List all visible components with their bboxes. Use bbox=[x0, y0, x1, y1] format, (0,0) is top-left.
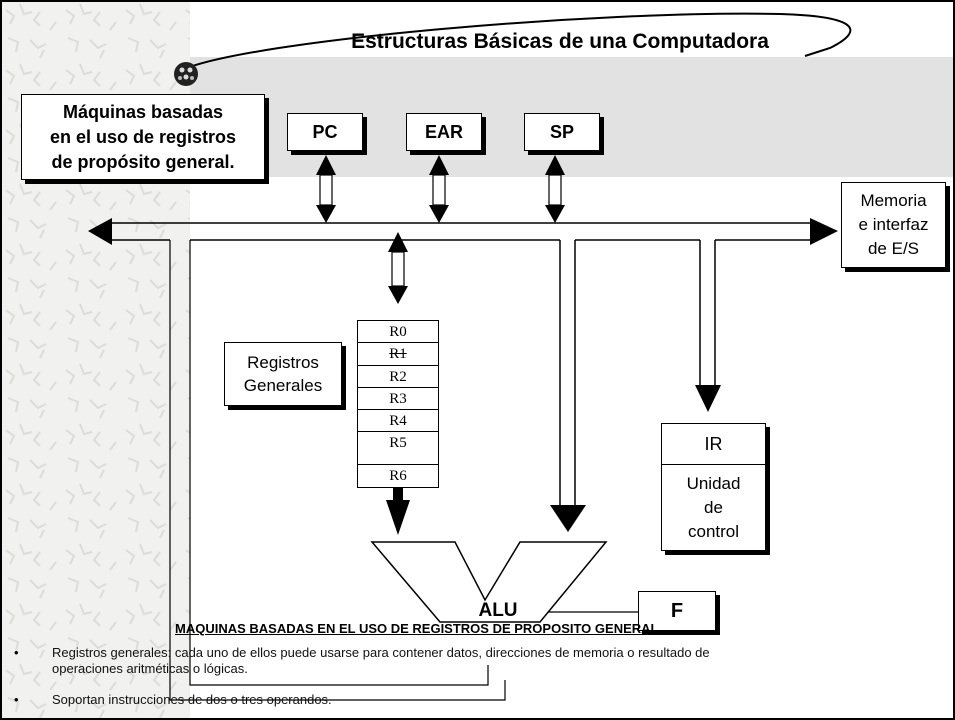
memory-line-3: de E/S bbox=[867, 239, 920, 258]
memory-line-1: Memoria bbox=[860, 191, 927, 210]
register-r5: R5 bbox=[357, 431, 439, 465]
bullet-1-marker: • bbox=[14, 645, 19, 660]
registers-link bbox=[388, 232, 408, 304]
callout-line-3: de propósito general. bbox=[51, 151, 235, 172]
register-r3: R3 bbox=[357, 387, 439, 410]
register-r4: R4 bbox=[357, 409, 439, 432]
bullet-1-line-2: operaciones aritméticas o lógicas. bbox=[52, 661, 248, 676]
sp-label: SP bbox=[549, 121, 574, 142]
register-r0: R0 bbox=[357, 320, 439, 343]
alu-right-arrow bbox=[550, 505, 586, 532]
system-bus bbox=[110, 222, 810, 241]
alu-shape bbox=[370, 541, 608, 623]
bus-right-arrow bbox=[810, 218, 838, 245]
bus-left-arrow bbox=[88, 218, 112, 245]
callout-line-1: Máquinas basadas bbox=[62, 101, 224, 122]
alu-left-arrow bbox=[386, 500, 410, 535]
control-unit-box: IR Unidad de control bbox=[661, 423, 766, 551]
notes-heading: MAQUINAS BASADAS EN EL USO DE REGISTROS … bbox=[175, 621, 663, 636]
memory-io-box: Memoria e interfaz de E/S bbox=[841, 182, 946, 268]
ir-arrow bbox=[695, 385, 721, 412]
pc-link bbox=[316, 155, 336, 223]
sp-register-box: SP bbox=[524, 113, 600, 151]
ir-input bbox=[699, 240, 716, 385]
alu-right-input bbox=[559, 240, 576, 505]
bullet-2-marker: • bbox=[14, 692, 19, 707]
ear-label: EAR bbox=[424, 121, 463, 142]
callout-line-2: en el uso de registros bbox=[49, 126, 237, 147]
register-r2: R2 bbox=[357, 365, 439, 388]
title-swoosh bbox=[181, 12, 852, 71]
flags-box: F bbox=[638, 591, 716, 631]
control-line-2: de bbox=[704, 497, 723, 517]
control-line-3: control bbox=[687, 521, 740, 541]
register-bus-links bbox=[316, 155, 565, 304]
register-r1-label: R1 bbox=[389, 346, 407, 362]
register-r1: R1 bbox=[357, 342, 439, 366]
register-r6: R6 bbox=[357, 464, 439, 488]
flags-label: F bbox=[670, 599, 684, 622]
control-line-1: Unidad bbox=[686, 473, 741, 493]
control-cell: Unidad de control bbox=[687, 465, 741, 550]
sp-link bbox=[545, 155, 565, 223]
bullet-1-line-1: Registros generales: cada uno de ellos p… bbox=[52, 645, 710, 660]
bullet-2-text: Soportan instrucciones de dos o tres ope… bbox=[52, 692, 332, 707]
slide-title: Estructuras Básicas de una Computadora bbox=[351, 30, 769, 53]
ir-cell: IR bbox=[662, 424, 765, 465]
alu-label: ALU bbox=[478, 600, 518, 621]
ear-register-box: EAR bbox=[406, 113, 482, 151]
callout-box: Máquinas basadas en el uso de registros … bbox=[21, 94, 265, 180]
ir-label: IR bbox=[704, 433, 723, 454]
registers-label-line-2: Generales bbox=[243, 376, 323, 395]
registers-label-line-1: Registros bbox=[247, 353, 319, 372]
registers-label-box: Registros Generales bbox=[224, 342, 342, 406]
pc-label: PC bbox=[312, 121, 338, 142]
pc-register-box: PC bbox=[287, 113, 363, 151]
memory-line-2: e interfaz bbox=[858, 215, 929, 234]
ear-link bbox=[429, 155, 449, 223]
swoosh-ball-icon bbox=[174, 62, 198, 86]
